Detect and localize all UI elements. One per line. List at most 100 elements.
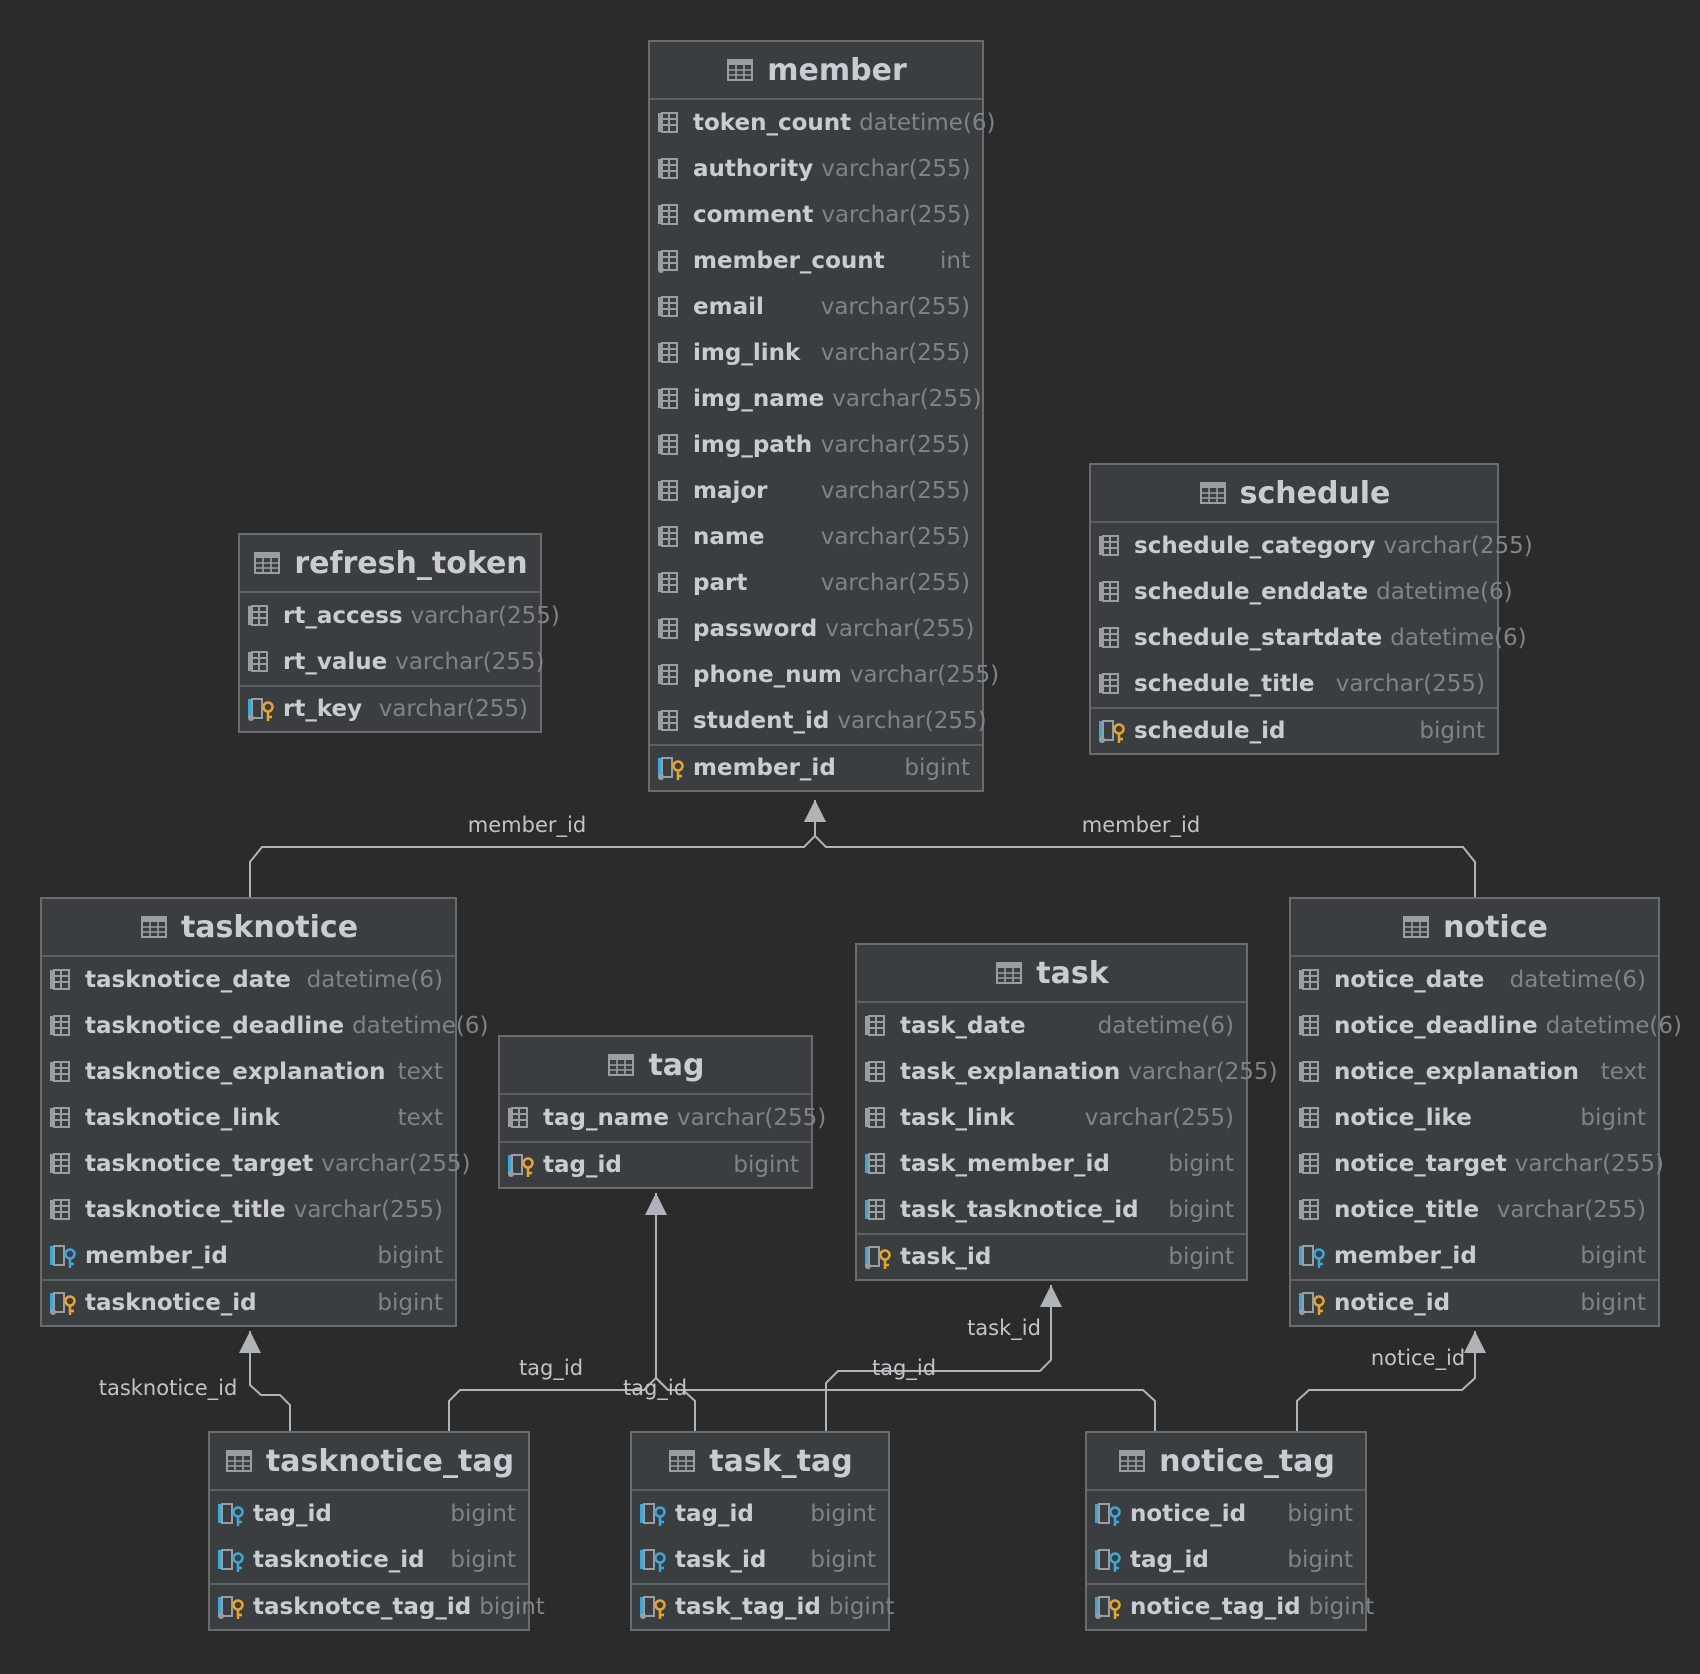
column-name: member_id xyxy=(1334,1243,1477,1269)
table-header[interactable]: tasknotice_tag xyxy=(210,1433,528,1491)
column-name: tasknotce_tag_id xyxy=(253,1594,472,1620)
column-type: bigint xyxy=(1308,1594,1375,1620)
relation-line-notice-to-member[interactable] xyxy=(814,800,1476,897)
table-header[interactable]: member xyxy=(650,42,982,100)
relation-line-task-tag-to-task[interactable] xyxy=(825,1285,1052,1431)
column-type: bigint xyxy=(450,1501,516,1527)
column-icon xyxy=(658,710,678,731)
table-title: tag xyxy=(648,1047,705,1083)
column-type: datetime(6) xyxy=(1376,579,1513,605)
column-name: notice_title xyxy=(1334,1197,1480,1223)
table-header[interactable]: tag xyxy=(500,1037,811,1095)
column-name: tag_name xyxy=(543,1105,669,1131)
table-header[interactable]: task_tag xyxy=(632,1433,888,1491)
column-type: varchar(255) xyxy=(820,294,970,320)
relation-line-tasknotice-tag-to-tasknotice[interactable] xyxy=(249,1331,291,1431)
table-header[interactable]: refresh_token xyxy=(240,535,540,593)
relation-line-notice-tag-to-tag[interactable] xyxy=(655,1377,1156,1431)
column-name: tasknotice_link xyxy=(85,1105,280,1131)
column-type: text xyxy=(397,1105,443,1131)
primary-key-row[interactable]: notice_tag_id bigint xyxy=(1087,1583,1374,1629)
relation-line-notice-tag-to-notice[interactable] xyxy=(1296,1331,1476,1431)
column-type: bigint xyxy=(1419,718,1485,744)
column-type: datetime(6) xyxy=(306,967,443,993)
column-name: tasknotice_explanation xyxy=(85,1059,386,1085)
table-header[interactable]: tasknotice xyxy=(42,899,455,957)
column-name: notice_tag_id xyxy=(1130,1594,1301,1620)
table-header[interactable]: task xyxy=(857,945,1246,1003)
table-title: member xyxy=(767,52,907,88)
table-header[interactable]: notice_tag xyxy=(1087,1433,1365,1491)
column-row[interactable]: tasknotice_link text xyxy=(42,1095,455,1141)
column-type: varchar(255) xyxy=(820,478,970,504)
table-header[interactable]: notice xyxy=(1291,899,1658,957)
table-header[interactable]: schedule xyxy=(1091,465,1497,523)
relation-line-tasknotice-tag-to-tag[interactable] xyxy=(448,1193,657,1431)
